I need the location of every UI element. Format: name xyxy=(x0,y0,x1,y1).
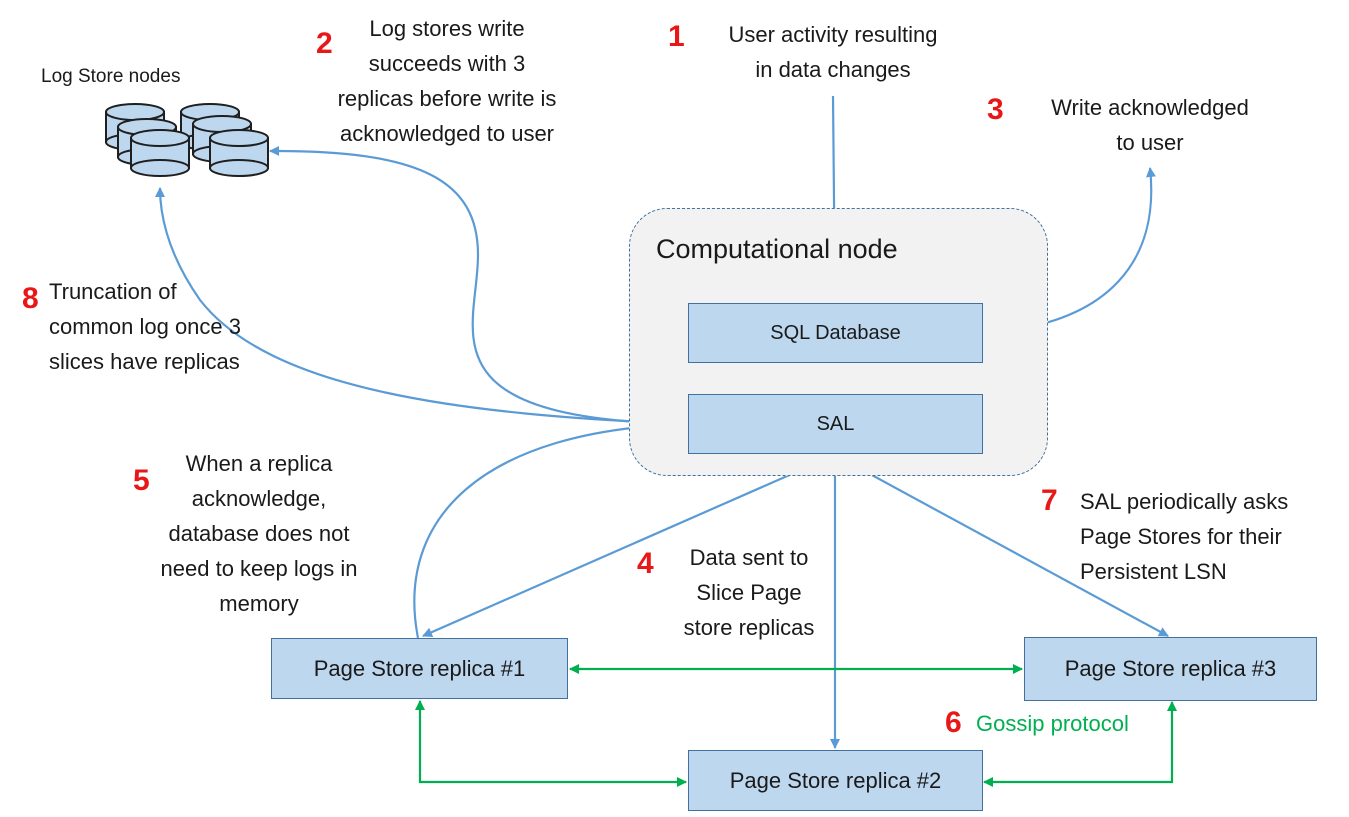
arrow-replica1-ack-to-sal xyxy=(413,419,689,639)
arrow-sal-to-replica3 xyxy=(834,454,1169,637)
gossip-arrow-replica3-replica2 xyxy=(983,701,1177,787)
arrow-sal-to-log-store xyxy=(269,145,689,426)
arrow-truncation-to-log-store xyxy=(155,187,689,426)
step-3-number: 3 xyxy=(987,93,1004,126)
page-store-replica-1-box[interactable]: Page Store replica #1 xyxy=(271,638,568,699)
computational-node-title: Computational node xyxy=(656,234,898,264)
page-store-replica-2-label: Page Store replica #2 xyxy=(729,767,942,793)
log-store-nodes-icon xyxy=(105,103,269,177)
page-store-replica-3-label: Page Store replica #3 xyxy=(1064,656,1277,681)
step-8-text: Truncation of common log once 3 slices h… xyxy=(49,274,299,379)
step-2-line: succeeds with 3 xyxy=(368,51,526,76)
step-5-text: When a replica acknowledge, database doe… xyxy=(134,446,384,621)
sql-database-label: SQL Database xyxy=(770,321,901,344)
step-6-number: 6 xyxy=(945,706,962,739)
step-7-line: Persistent LSN xyxy=(1080,559,1227,584)
step-1-line: in data changes xyxy=(755,57,911,82)
step-2-line: Log stores write xyxy=(369,16,525,41)
step-1-number: 1 xyxy=(668,20,685,53)
gossip-arrow-replica1-replica2 xyxy=(415,700,687,787)
step-1-line: User activity resulting xyxy=(728,22,938,47)
step-2-text: Log stores write succeeds with 3 replica… xyxy=(306,11,588,151)
page-store-replica-1-label: Page Store replica #1 xyxy=(313,655,526,681)
step-8-line: Truncation of xyxy=(49,279,177,304)
step-4-number: 4 xyxy=(637,547,654,580)
step-5-line: acknowledge, xyxy=(191,486,327,511)
step-8-line: common log once 3 xyxy=(49,314,241,339)
step-1-text: User activity resulting in data changes xyxy=(700,17,966,87)
gossip-protocol-label: Gossip protocol xyxy=(976,711,1129,736)
step-3-line: Write acknowledged xyxy=(1051,95,1249,120)
sal-label: SAL xyxy=(816,412,855,435)
step-7-line: Page Stores for their xyxy=(1080,524,1282,549)
step-4-text: Data sent to Slice Page store replicas xyxy=(666,540,832,645)
page-store-replica-3-box[interactable]: Page Store replica #3 xyxy=(1024,637,1317,701)
step-5-line: need to keep logs in xyxy=(160,556,358,581)
page-store-replica-2-box[interactable]: Page Store replica #2 xyxy=(688,750,983,811)
step-5-number: 5 xyxy=(133,464,150,497)
step-5-line: database does not xyxy=(168,521,350,546)
step-8-line: slices have replicas xyxy=(49,349,240,374)
database-icon xyxy=(209,129,269,177)
step-4-line: store replicas xyxy=(683,615,815,640)
step-2-line: replicas before write is xyxy=(337,86,557,111)
step-3-text: Write acknowledged to user xyxy=(1020,90,1280,160)
step-3-line: to user xyxy=(1116,130,1184,155)
log-store-nodes-label: Log Store nodes xyxy=(41,66,181,87)
step-5-line: When a replica xyxy=(185,451,333,476)
sql-database-box[interactable]: SQL Database xyxy=(688,303,983,363)
step-4-line: Slice Page xyxy=(696,580,802,605)
step-7-line: SAL periodically asks xyxy=(1080,489,1289,514)
arrow-sal-to-replica1 xyxy=(422,453,836,638)
sal-box[interactable]: SAL xyxy=(688,394,983,454)
step-5-line: memory xyxy=(219,591,299,616)
step-2-line: acknowledged to user xyxy=(339,121,555,146)
step-7-number: 7 xyxy=(1041,484,1058,517)
database-icon xyxy=(130,129,190,177)
step-2-number: 2 xyxy=(316,27,333,60)
step-8-number: 8 xyxy=(22,282,39,315)
step-7-text: SAL periodically asks Page Stores for th… xyxy=(1080,484,1340,589)
step-4-line: Data sent to xyxy=(689,545,809,570)
